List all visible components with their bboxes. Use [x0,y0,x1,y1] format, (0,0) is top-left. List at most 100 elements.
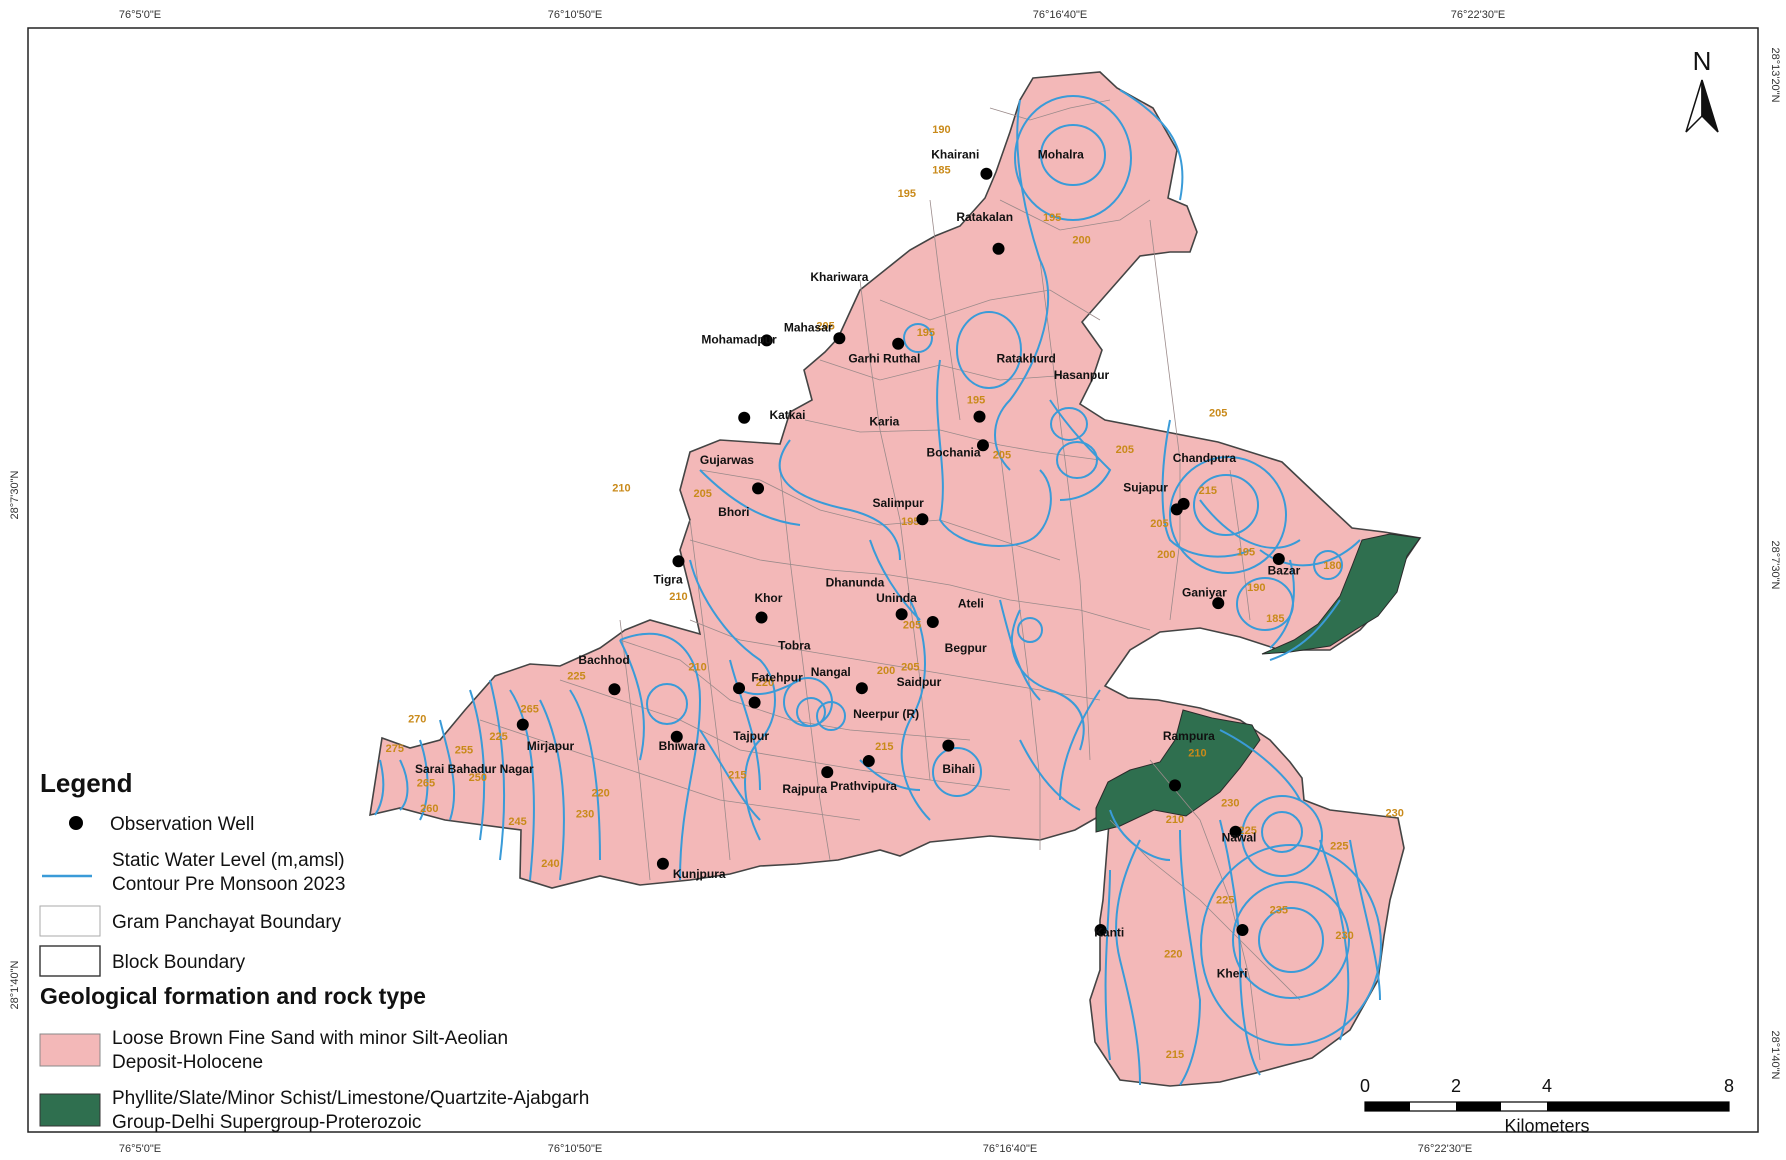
contour-label: 190 [1247,582,1265,594]
contour-label: 205 [694,488,712,500]
map-frame [27,27,1759,1133]
north-arrow-right-half [1701,79,1719,133]
graticule-top-label-1: 76°10'50"E [548,9,602,21]
contour-label: 215 [1166,1049,1184,1061]
village-label: Neerpur (R) [853,707,919,721]
legend-geology-title: Geological formation and rock type [40,983,426,1009]
legend-sand-line1: Loose Brown Fine Sand with minor Silt-Ae… [112,1028,508,1049]
village-label: Chandpura [1173,451,1237,465]
observation-well-point [516,718,529,731]
contour-label: 195 [901,516,919,528]
observation-well-point [733,682,746,695]
contour-label: 200 [1157,549,1175,561]
observation-well-point [1229,825,1242,838]
village-label: Mohamadpur [701,333,777,347]
contour-label: 230 [1335,930,1353,942]
contour-label: 210 [669,591,687,603]
village-label: Gujarwas [700,453,754,467]
contour-label: 225 [1330,840,1348,852]
contour-label: 225 [489,731,507,743]
contour-label: 220 [756,677,774,689]
observation-well-point [973,410,986,423]
contour-label: 275 [386,743,404,755]
scale-bar-unit: Kilometers [1504,1116,1589,1136]
village-label: Ateli [958,597,984,611]
legend-well-symbol [69,816,83,830]
legend-gp-boundary-symbol [39,905,101,937]
village-label: Mahasar [784,321,833,335]
observation-well-point [1177,497,1190,510]
contour-label: 230 [576,808,594,820]
graticule-right-label-2: 28°1'40"N [1769,1031,1781,1080]
village-label: Rampura [1163,729,1215,743]
contour-label: 225 [1238,825,1256,837]
observation-well-point [752,482,765,495]
legend-block-boundary-symbol [39,945,101,977]
contour-label: 205 [903,620,921,632]
north-arrow-left-half [1685,79,1703,133]
village-label: Bhiwara [659,739,706,753]
observation-well-point [760,334,773,347]
contour-label: 260 [420,803,438,815]
scale-bar-seg-1 [1365,1102,1410,1111]
village-label: Bazar [1268,563,1301,577]
village-label: Karia [869,414,899,428]
contour-label: 205 [1116,444,1134,456]
graticule-left-label-1: 28°1'40"N [9,960,21,1009]
observation-well-point [833,332,846,345]
legend-item-well: Observation Well [110,814,254,835]
contour-label: 195 [917,327,935,339]
contour-label: 265 [521,703,539,715]
contour-label: 210 [1166,814,1184,826]
contour-label: 210 [688,662,706,674]
graticule-top-label-0: 76°5'0"E [119,9,161,21]
observation-well-point [1212,597,1225,610]
village-label: Mirjapur [527,739,575,753]
village-label: Begpur [945,641,987,655]
contour-label: 205 [1209,408,1227,420]
rock-formation-south [1095,709,1261,833]
scale-tick-4: 4 [1542,1076,1552,1096]
village-label: Mohalra [1038,147,1084,161]
legend-rock-swatch [39,1093,101,1127]
contour-label: 225 [567,670,585,682]
contour-label: 205 [993,450,1011,462]
contour-label: 205 [816,320,834,332]
village-label: Salimpur [873,496,925,510]
legend-rock-line1: Phyllite/Slate/Minor Schist/Limestone/Qu… [112,1088,589,1109]
gram-panchayat-boundaries [479,99,1301,1061]
village-label: Sujapur [1123,481,1168,495]
contour-label: 245 [508,816,526,828]
observation-well-point [895,608,908,621]
village-label: Tobra [778,639,811,653]
observation-well-point [892,337,905,350]
block-boundary [369,71,1422,1087]
legend-sand-swatch [39,1033,101,1067]
village-label: Ratakalan [956,210,1013,224]
legend: Legend Observation Well Static Water Lev… [39,768,589,1133]
graticule-top-label-2: 76°16'40"E [1033,9,1087,21]
graticule-bottom-label-0: 76°5'0"E [119,1143,161,1155]
contour-label: 210 [612,483,630,495]
graticule-right-label-1: 28°7'30"N [1769,541,1781,590]
observation-well-point [980,167,993,180]
village-label: Prathvipura [830,779,897,793]
contour-label: 240 [541,858,559,870]
water-level-contours [374,89,1382,1086]
observation-well-point [1272,553,1285,566]
legend-item-block-boundary: Block Boundary [112,952,246,973]
scale-bar-seg-3 [1547,1102,1729,1111]
village-label: Ganiyar [1182,586,1227,600]
contour-label: 255 [455,744,473,756]
graticule-right-label-0: 28°13'20"N [1769,47,1781,102]
observation-well-point [1236,923,1249,936]
village-label: Kheri [1217,966,1248,980]
legend-item-contour-line1: Static Water Level (m,amsl) [112,850,345,871]
observation-well-point [976,439,989,452]
observation-well-point [672,555,685,568]
village-label: Kunjpura [673,867,726,881]
observation-wells [516,167,1285,936]
